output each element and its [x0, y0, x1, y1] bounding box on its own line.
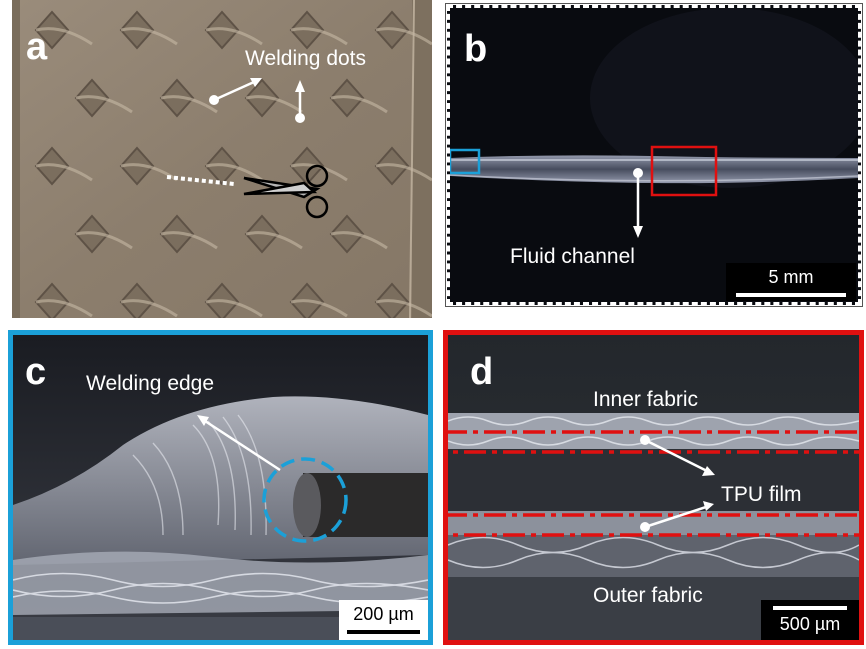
fabric-wrinkle — [75, 231, 133, 250]
label-tpu-film: TPU film — [721, 483, 802, 506]
fabric-wrinkle — [35, 299, 93, 318]
fabric-wrinkle — [205, 27, 263, 46]
panel-a: a Welding dots — [12, 0, 432, 318]
panel-c: c Welding edge 200 µm — [8, 330, 433, 645]
scale-bar-b: 5 mm — [726, 263, 856, 301]
scissors-icon — [243, 164, 329, 219]
tpu-film-highlight — [448, 430, 859, 537]
label-welding-edge: Welding edge — [86, 372, 215, 395]
fabric-wrinkle — [35, 163, 93, 182]
cross-section-photo — [450, 8, 858, 302]
panel-letter-a: a — [26, 26, 48, 68]
scale-bar-line-c — [347, 630, 420, 634]
layered-section-photo — [448, 335, 859, 640]
fabric-wrinkle — [120, 163, 178, 182]
panel-b: b Fluid channel 5 mm — [447, 5, 861, 305]
highlight-box-red — [650, 145, 718, 197]
label-inner-fabric: Inner fabric — [593, 388, 699, 411]
fabric-wrinkle — [160, 95, 218, 114]
fabric-wrinkle — [75, 95, 133, 114]
scale-bar-label-b: 5 mm — [768, 267, 814, 287]
fabric-wrinkle — [330, 95, 388, 114]
fabric-wrinkle — [160, 231, 218, 250]
scale-bar-line-d — [773, 606, 847, 610]
label-welding-dots: Welding dots — [245, 47, 367, 70]
scale-bar-d: 500 µm — [761, 600, 859, 640]
fabric-wrinkle — [120, 299, 178, 318]
fabric-wrinkle — [375, 27, 432, 46]
fabric-wrinkle — [120, 27, 178, 46]
scale-bar-c: 200 µm — [339, 600, 428, 640]
welding-edge-highlight — [262, 457, 348, 543]
scale-bar-label-d: 500 µm — [779, 614, 841, 634]
scale-bar-line-b — [736, 293, 846, 297]
fabric-wrinkle — [245, 95, 303, 114]
annotation-overlay-a — [166, 78, 329, 219]
fabric-wrinkle — [205, 299, 263, 318]
scale-bar-label-c: 200 µm — [353, 604, 414, 624]
label-fluid-channel: Fluid channel — [510, 245, 635, 268]
panel-d: d Inner fabric TPU film Outer fabric 500… — [443, 330, 864, 645]
fabric-wrinkle — [330, 231, 388, 250]
fabric-wrinkle — [245, 231, 303, 250]
panel-letter-b: b — [464, 28, 488, 70]
fabric-wrinkle — [205, 163, 263, 182]
fabric-wrinkle — [290, 27, 348, 46]
label-outer-fabric: Outer fabric — [593, 584, 703, 607]
welding-edge-photo — [13, 335, 428, 640]
fabric-wrinkle — [35, 27, 93, 46]
fabric-wrinkle — [290, 299, 348, 318]
fabric-wrinkle — [375, 163, 432, 182]
highlight-box-blue — [450, 148, 481, 175]
panel-letter-d: d — [470, 351, 494, 393]
fabric-wrinkle — [375, 299, 432, 318]
panel-letter-c: c — [25, 351, 47, 393]
fabric-photo — [12, 0, 432, 318]
